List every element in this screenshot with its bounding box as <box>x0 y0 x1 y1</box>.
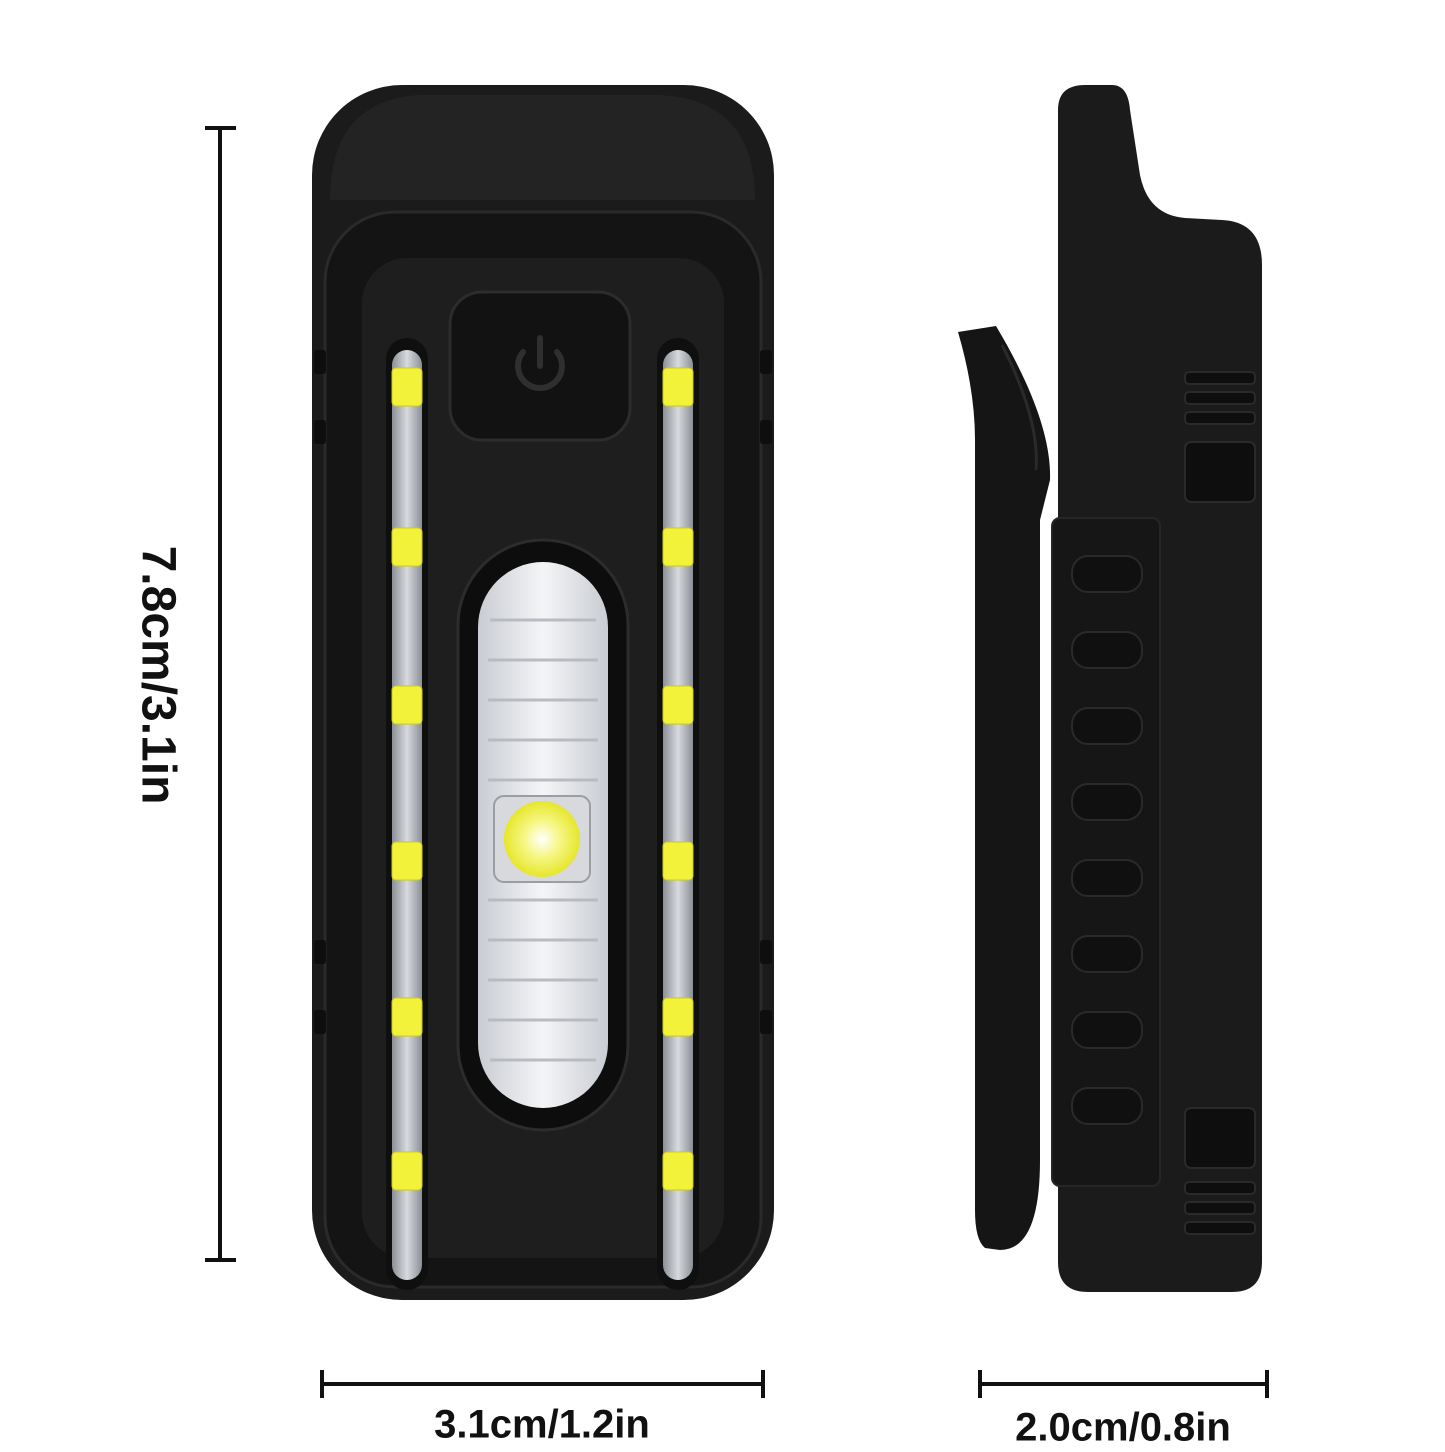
right-leds <box>662 367 694 1191</box>
lens-ribs <box>488 618 598 1062</box>
depth-label: 2.0cm/0.8in <box>1015 1405 1231 1450</box>
width-dimension-line <box>320 1370 765 1398</box>
front-view <box>312 85 774 1300</box>
left-leds <box>391 367 423 1191</box>
side-grip-panel <box>1051 517 1161 1187</box>
side-view <box>958 85 1262 1292</box>
side-vents-top <box>1184 371 1256 503</box>
main-led <box>504 801 580 877</box>
height-dimension-line <box>205 126 236 1262</box>
side-grip-ribs <box>1071 555 1143 1125</box>
width-label: 3.1cm/1.2in <box>434 1402 650 1447</box>
side-vents-bottom <box>1184 1107 1256 1235</box>
side-grips-left <box>314 350 326 1034</box>
belt-clip <box>958 326 1051 1250</box>
side-grips-right <box>760 350 772 1034</box>
depth-dimension-line <box>978 1370 1269 1398</box>
height-label: 7.8cm/3.1in <box>131 545 185 805</box>
power-icon <box>515 335 565 391</box>
